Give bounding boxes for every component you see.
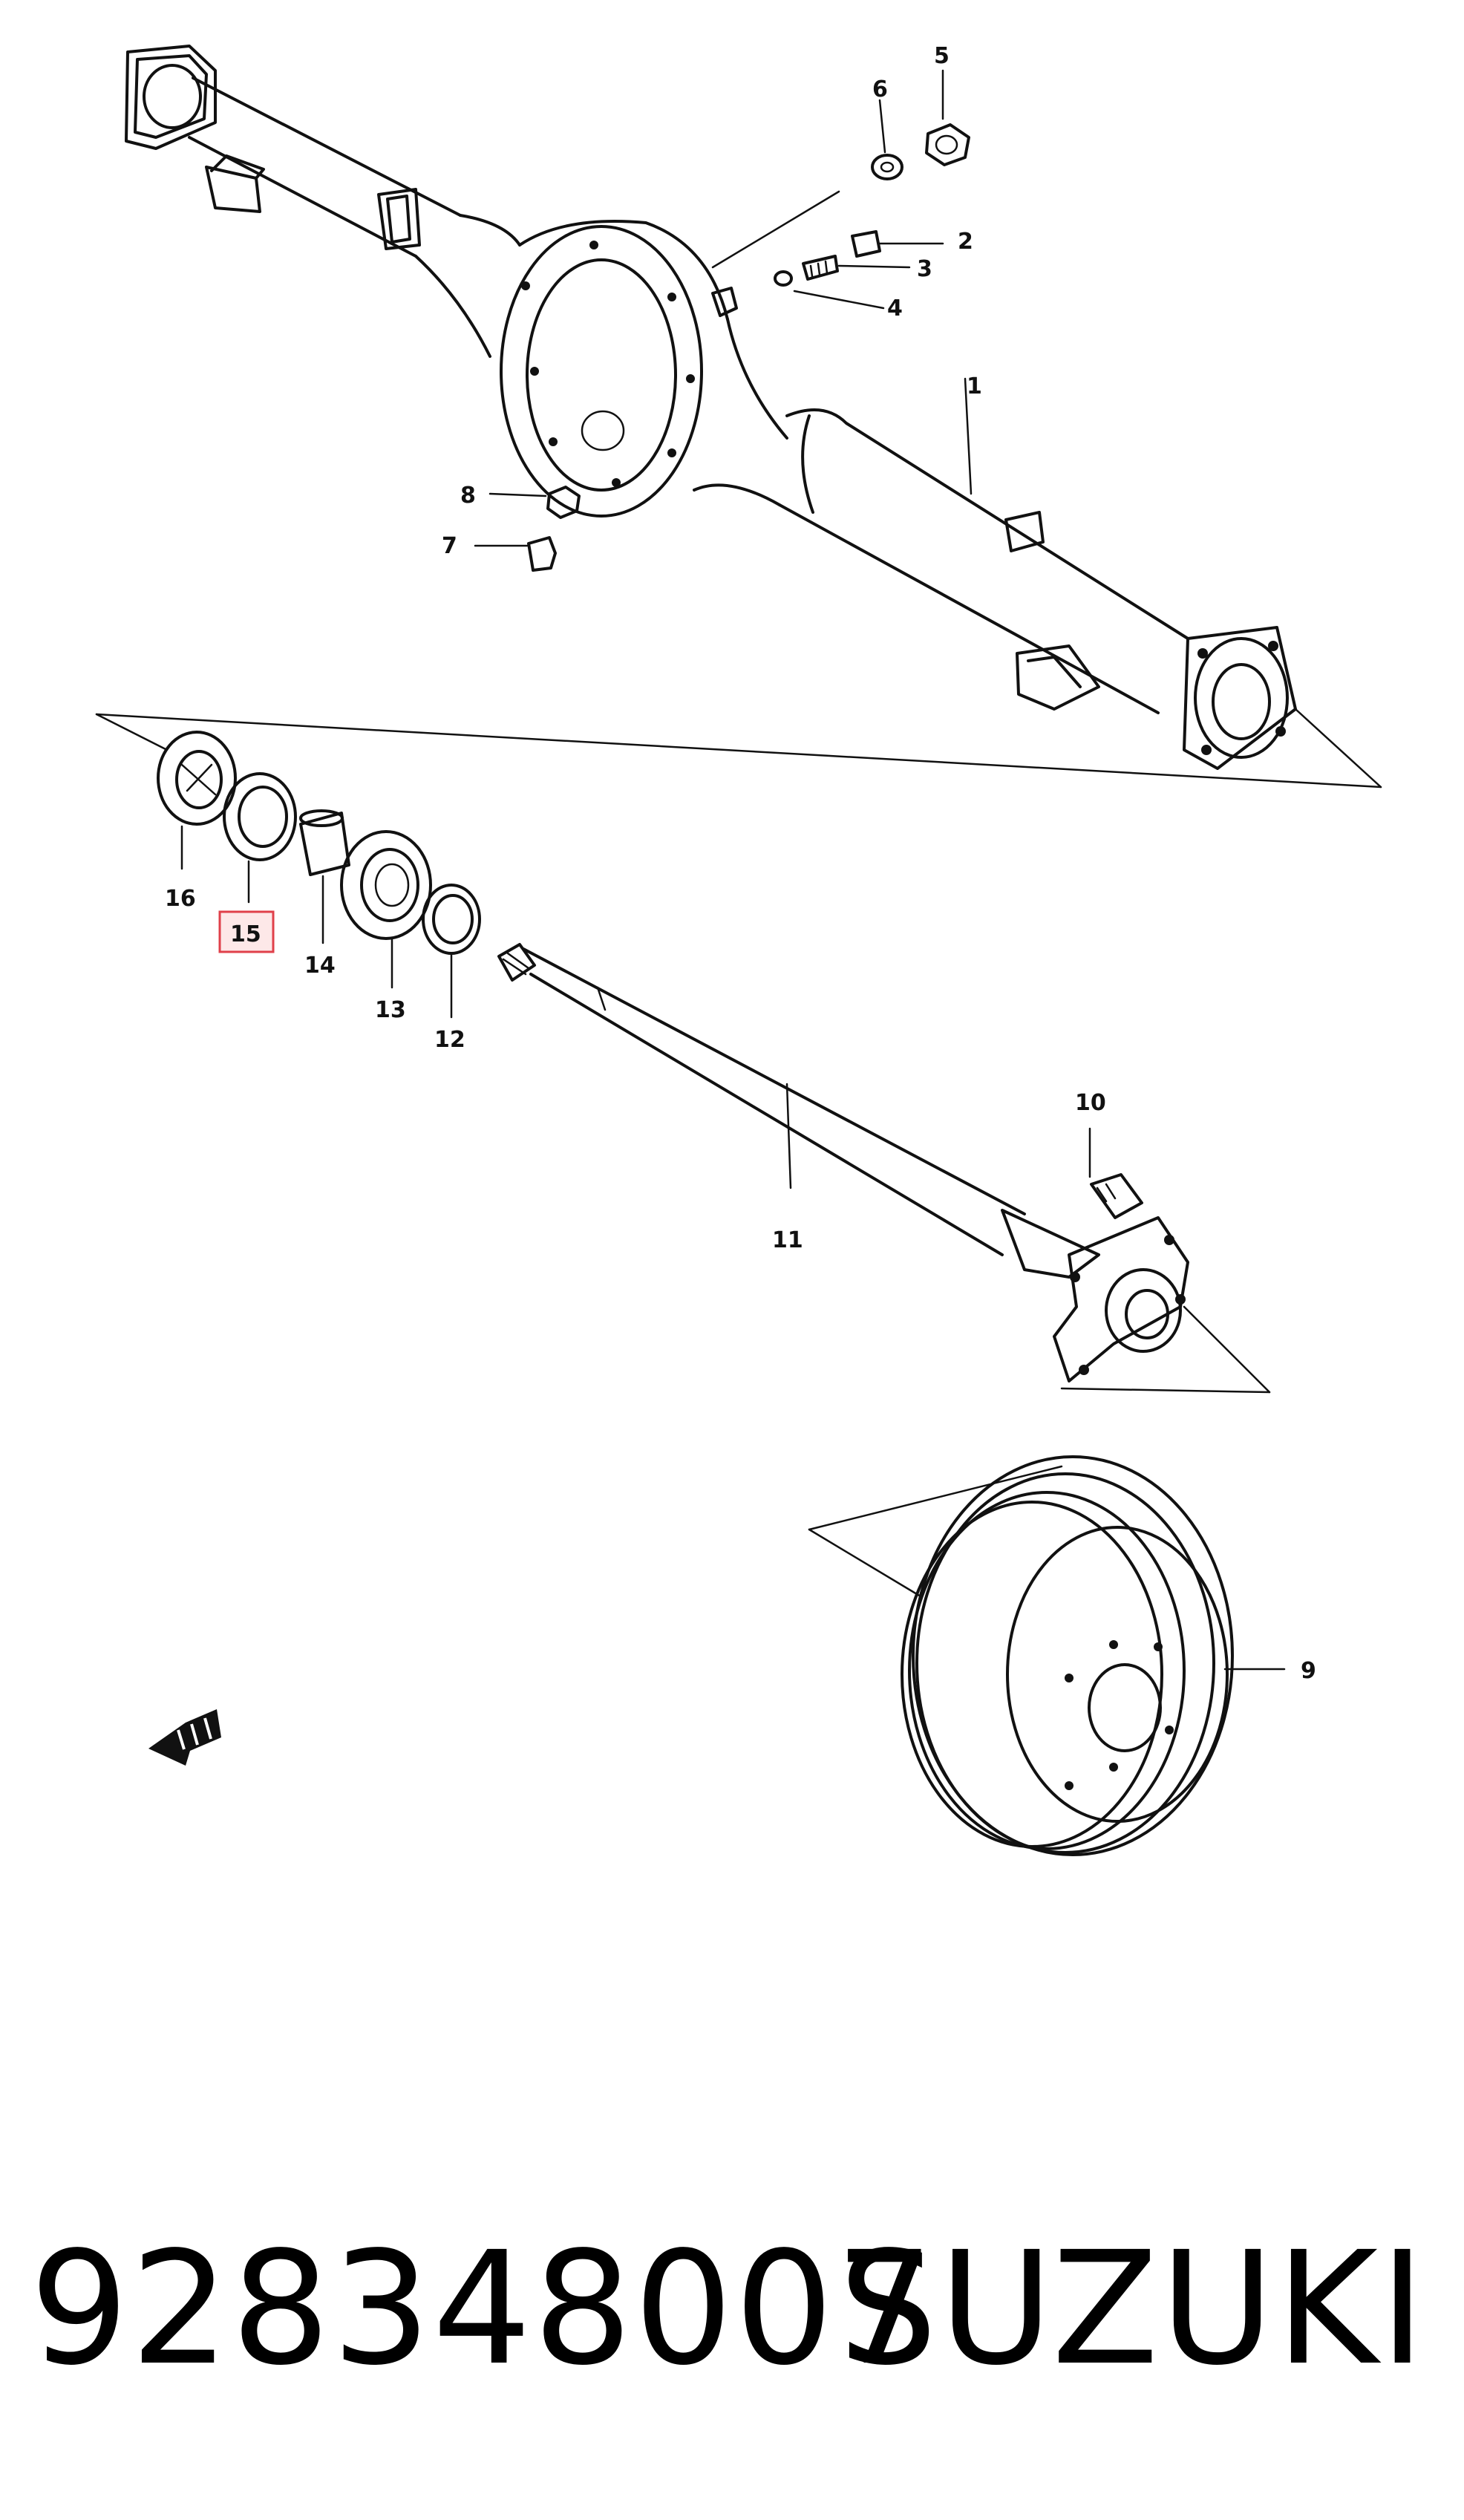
part-number: 928348007 <box>30 2218 936 2400</box>
fastener-parts <box>527 123 970 572</box>
callout-11: 11 <box>772 1227 803 1253</box>
callout-12: 12 <box>434 1027 465 1053</box>
callout-10: 10 <box>1075 1090 1106 1116</box>
callout-8: 8 <box>460 483 476 509</box>
footer-caption: 928348007 SUZUKI <box>0 2213 1464 2406</box>
callout-2: 2 <box>958 229 973 255</box>
callout-7: 7 <box>442 533 457 559</box>
front-arrow-icon <box>148 1709 221 1766</box>
callout-1: 1 <box>967 373 982 399</box>
callout-13: 13 <box>375 997 406 1023</box>
callout-3: 3 <box>917 256 932 282</box>
callout-labels: 1 2 3 4 5 6 7 8 9 10 11 12 13 14 15 16 <box>165 43 1316 1684</box>
callout-14: 14 <box>304 953 336 979</box>
callout-4: 4 <box>887 296 903 321</box>
brake-drum <box>808 1455 1286 1856</box>
callout-6: 6 <box>872 76 888 102</box>
callout-5: 5 <box>934 43 950 69</box>
bearing-stack <box>95 713 1382 1019</box>
highlight-box-15 <box>218 910 275 953</box>
callout-9: 9 <box>1301 1658 1316 1684</box>
callout-leaders <box>474 69 973 547</box>
exploded-parts-diagram: 1 2 3 4 5 6 7 8 9 10 11 12 13 14 15 16 <box>95 43 1382 1856</box>
axle-housing <box>125 45 1382 789</box>
callout-16: 16 <box>165 886 196 912</box>
axle-shaft <box>497 943 1271 1394</box>
brand-name: SUZUKI <box>838 2218 1427 2400</box>
callout-15: 15 <box>230 921 261 947</box>
